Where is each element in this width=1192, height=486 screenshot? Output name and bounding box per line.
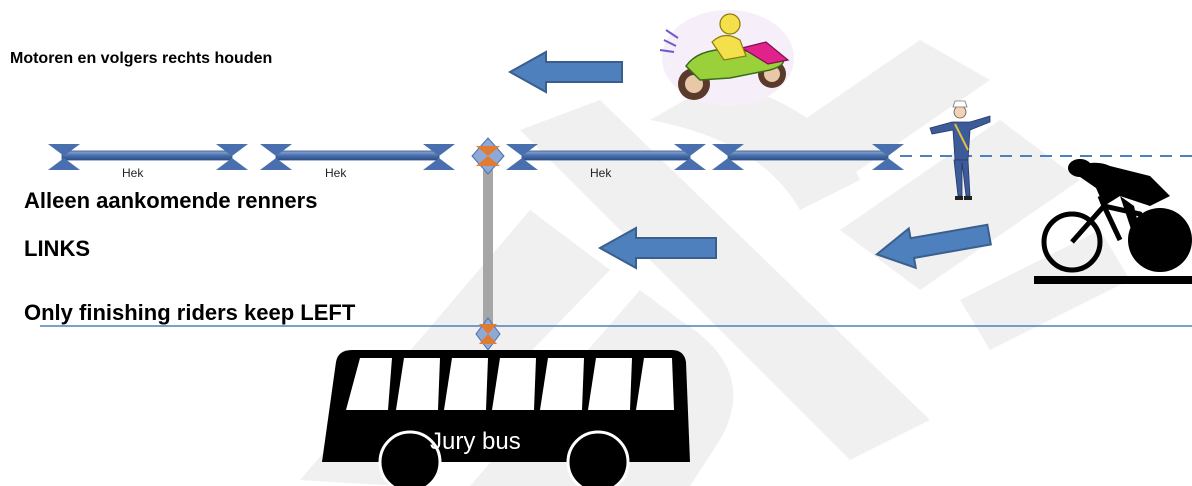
arrow-riders-right — [874, 223, 992, 270]
connector-top — [471, 137, 505, 175]
arriving-riders-label: Alleen aankomende renners — [24, 188, 318, 213]
jury-bus-label: Jury bus — [430, 428, 521, 455]
bus-icon — [322, 350, 690, 486]
barrier-2 — [260, 144, 455, 170]
barrier-2-label: Hek — [325, 166, 347, 180]
motors-keep-right-label: Motoren en volgers rechts houden — [10, 50, 273, 67]
cyclist-icon — [1034, 159, 1192, 284]
barrier-3-label: Hek — [590, 166, 612, 180]
links-label: LINKS — [24, 236, 90, 261]
traffic-officer-icon — [929, 100, 991, 200]
motorcycle-icon — [659, 10, 794, 106]
arrow-motors — [507, 50, 623, 94]
barrier-1 — [48, 144, 248, 170]
finishing-riders-left-label: Only finishing riders keep LEFT — [24, 300, 356, 325]
barrier-4 — [712, 144, 904, 170]
barrier-3 — [506, 144, 706, 170]
arrow-riders-left — [597, 226, 717, 270]
barrier-1-label: Hek — [122, 166, 144, 180]
jury-pole — [483, 170, 493, 330]
